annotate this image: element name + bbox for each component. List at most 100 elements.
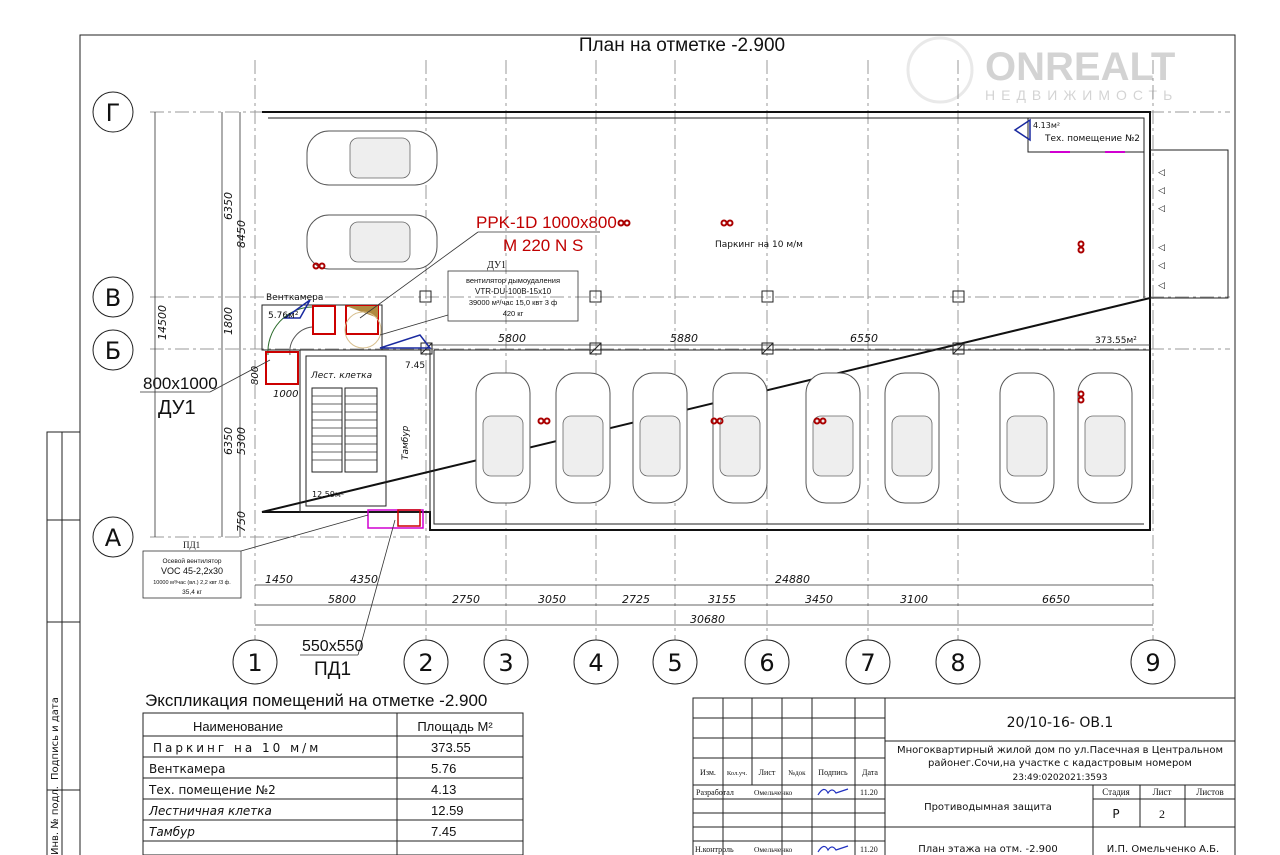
stamp-dev-role: Разработал xyxy=(696,788,734,797)
svg-text:◁: ◁ xyxy=(1158,186,1165,196)
car-icon xyxy=(884,372,940,504)
stamp-ctrl-name: Омельченко xyxy=(754,845,792,854)
stamp-project-line: районег.Сочи,на участке с кадастровым но… xyxy=(928,758,1192,769)
svg-text:Кол.уч.: Кол.уч. xyxy=(727,770,748,777)
dim-row2: 5800 2750 3050 2725 3155 3450 3100 6650 xyxy=(328,593,1070,606)
axis-letter-g: Г xyxy=(92,91,134,133)
svg-text:В: В xyxy=(105,284,121,312)
svg-text:Изм.: Изм. xyxy=(700,768,716,777)
explication-row-area: 4.13 xyxy=(431,782,456,797)
building-walls xyxy=(261,111,1229,531)
svg-text:вентилятор дымоудаления: вентилятор дымоудаления xyxy=(466,276,560,285)
svg-text:◁: ◁ xyxy=(1158,168,1165,178)
dim-1800: 1800 xyxy=(222,307,235,335)
room-ventchamber-label: Венткамера xyxy=(266,293,323,303)
dim-5300-label: 5300 xyxy=(235,427,248,455)
svg-text:Стадия: Стадия xyxy=(1102,787,1129,797)
svg-text:Б: Б xyxy=(105,337,121,365)
explication-row-area: 373.55 xyxy=(431,740,471,755)
room-tech-label: Тех. помещение №2 xyxy=(1044,134,1140,144)
explication-header-area: Площадь М² xyxy=(417,719,493,734)
stamp-code: 20/10-16- ОВ.1 xyxy=(1007,715,1114,731)
svg-text:ДУ1: ДУ1 xyxy=(158,397,196,419)
svg-text:10000 м³/час (вл.) 2,2 квт /3: 10000 м³/час (вл.) 2,2 квт /3 ф. xyxy=(153,580,231,586)
drawing-title: План на отметке -2.900 xyxy=(579,35,785,56)
svg-text:39000 м³/час 15,0 квт 3 ф: 39000 м³/час 15,0 квт 3 ф xyxy=(469,298,557,307)
explication-row-name: Лестничная клетка xyxy=(148,804,272,818)
svg-text:8: 8 xyxy=(950,649,965,677)
explication-row-name: Паркинг на 10 м/м xyxy=(153,741,321,755)
room-vestibule-area: 7.45 xyxy=(405,361,425,371)
svg-text:3100: 3100 xyxy=(900,593,928,606)
explication-table: Экспликация помещений на отметке -2.900 … xyxy=(142,691,524,855)
stamp-section: Противодымная защита xyxy=(924,802,1052,813)
svg-text:3450: 3450 xyxy=(805,593,833,606)
svg-text:ПД1: ПД1 xyxy=(314,659,351,680)
svg-text:ПД1: ПД1 xyxy=(183,540,200,550)
car-icon xyxy=(306,130,438,186)
svg-text:Дата: Дата xyxy=(862,768,878,777)
svg-text:550x550: 550x550 xyxy=(302,638,363,655)
room-tech-area: 4.13м² xyxy=(1033,121,1060,130)
dim-1000: 1000 xyxy=(273,389,298,400)
dim-6350-bottom: 6350 xyxy=(222,427,235,455)
svg-text:9: 9 xyxy=(1145,649,1160,677)
dim-24880: 24880 xyxy=(775,573,810,586)
dim-columns: 5800 5880 6550 xyxy=(498,332,878,345)
dim-8450: 8450 xyxy=(235,220,248,248)
svg-text:VTR-DU-100B-15x10: VTR-DU-100B-15x10 xyxy=(475,287,552,296)
svg-text:5: 5 xyxy=(667,649,682,677)
explication-title: Экспликация помещений на отметке -2.900 xyxy=(145,691,487,710)
explication-row-area: 7.45 xyxy=(431,824,456,839)
dim-800: 800 xyxy=(250,366,261,385)
room-parking-area: 373.55м² xyxy=(1095,336,1137,346)
stamp-dev-date: 11.20 xyxy=(860,788,878,797)
dim-4350: 4350 xyxy=(350,573,378,586)
svg-text:6650: 6650 xyxy=(1042,593,1070,606)
svg-text:6550: 6550 xyxy=(850,332,878,345)
explication-header-name: Наименование xyxy=(193,719,283,734)
svg-text:2725: 2725 xyxy=(622,593,650,606)
svg-text:◁: ◁ xyxy=(1158,281,1165,291)
pd1-duct-callout: 550x550 ПД1 xyxy=(300,519,396,680)
svg-text:35,4 кг: 35,4 кг xyxy=(182,589,202,596)
svg-text:◁: ◁ xyxy=(1158,204,1165,214)
du1-fan-callout: ДУ1 вентилятор дымоудаления VTR-DU-100B-… xyxy=(379,260,579,336)
signature-icon xyxy=(817,788,849,796)
svg-text:Листов: Листов xyxy=(1196,787,1223,797)
svg-text:2: 2 xyxy=(418,649,433,677)
axis-letter-v: В xyxy=(92,276,134,318)
svg-text:Подпись: Подпись xyxy=(818,768,848,777)
explication-row-name: Тамбур xyxy=(149,825,195,839)
signature-icon xyxy=(817,845,849,853)
dim-1450: 1450 xyxy=(265,573,293,586)
svg-text:420 кг: 420 кг xyxy=(503,309,524,318)
stamp-ctrl-date: 11.20 xyxy=(860,845,878,854)
side-stamp: Подпись и дата Инв. № подл. xyxy=(46,431,81,855)
svg-text:1: 1 xyxy=(247,649,262,677)
room-stair-label: Лест. клетка xyxy=(310,371,372,381)
svg-text:А: А xyxy=(105,524,122,552)
car-icon xyxy=(805,372,861,504)
svg-text:Лист: Лист xyxy=(1153,787,1172,797)
dim-30680: 30680 xyxy=(690,613,725,626)
svg-text:Лист: Лист xyxy=(759,768,776,777)
axis-numbers: 1 2 3 4 5 6 7 8 9 xyxy=(232,639,1176,685)
svg-text:Г: Г xyxy=(106,99,121,127)
dim-750: 750 xyxy=(235,511,248,532)
svg-text:◁: ◁ xyxy=(1158,261,1165,271)
stamp-project-line: Многоквартирный жилой дом по ул.Пасечная… xyxy=(897,745,1223,756)
watermark-brand: ONREALT xyxy=(985,45,1175,89)
svg-text:6: 6 xyxy=(759,649,774,677)
svg-text:5800: 5800 xyxy=(498,332,526,345)
car-icon xyxy=(712,372,768,504)
svg-text:2750: 2750 xyxy=(452,593,480,606)
svg-text:800x1000: 800x1000 xyxy=(143,374,218,393)
explication-row-area: 12.59 xyxy=(431,803,464,818)
svg-text:PPK-1D 1000x800: PPK-1D 1000x800 xyxy=(476,213,617,232)
car-icon xyxy=(475,372,531,504)
parking-cars xyxy=(306,130,1133,504)
pd1-fan-callout: ПД1 Осевой вентилятор VOC 45-2,2x30 1000… xyxy=(142,514,369,599)
stamp-ctrl-role: Н.контроль xyxy=(695,845,734,854)
svg-text:7: 7 xyxy=(860,649,875,677)
